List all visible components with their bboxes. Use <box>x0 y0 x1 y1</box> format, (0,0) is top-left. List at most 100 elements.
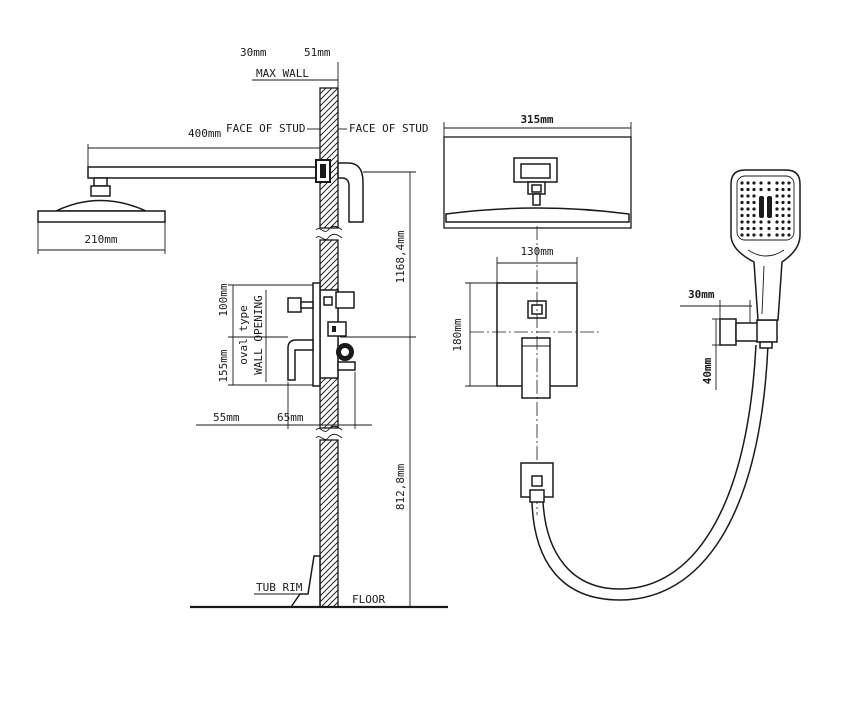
nozzle-dot <box>781 213 785 218</box>
nozzle-dot <box>752 194 756 198</box>
wall-hatch-line <box>319 263 339 283</box>
wall-hatch-line <box>319 493 339 513</box>
nozzle-dot <box>787 181 791 185</box>
valve-trim-plate-side <box>312 282 321 387</box>
nozzle-dot <box>740 213 744 218</box>
hose-connector-nut <box>759 341 773 349</box>
nozzle-dot <box>781 181 785 185</box>
supply-elbow <box>337 162 364 223</box>
shower-arm <box>87 166 319 179</box>
valve-cartridge-mark <box>332 326 336 332</box>
wall-hatch-line <box>319 571 339 591</box>
wall-hatch-line <box>319 439 327 447</box>
nozzle-dot <box>775 226 779 231</box>
wall-hatch-line <box>319 541 339 561</box>
nozzle-dot <box>775 233 779 237</box>
wall-hatch-line <box>319 135 339 155</box>
tub-rim-label: TUB RIM <box>256 581 303 594</box>
nozzle-dot <box>781 233 785 237</box>
depth-dim-left-label: 55mm <box>213 411 240 424</box>
wall-hatch-line <box>319 129 339 149</box>
nozzle-dot <box>740 207 744 211</box>
nozzle-dot <box>775 207 779 211</box>
nozzle-dot <box>759 187 763 192</box>
lever-handle-front <box>521 337 551 399</box>
wall-hatch <box>319 87 339 608</box>
head-neck <box>532 193 541 206</box>
wall-hatch-line <box>319 481 339 501</box>
nozzle-dot <box>787 220 791 224</box>
wall-hatch-line <box>319 547 339 567</box>
nozzle-dot <box>752 200 756 205</box>
valve-dim-lower-label: 155mm <box>217 349 230 382</box>
hand-shower-nozzles <box>740 181 791 237</box>
wall-hatch-line <box>319 469 339 489</box>
nozzle-dot <box>746 213 750 218</box>
wall-hatch-line <box>319 195 339 215</box>
head-swivel-core <box>531 184 542 193</box>
side-view: 30mm 51mm MAX WALL 400mm FACE OF STUD FA… <box>37 46 448 609</box>
wall-hatch-line <box>319 577 339 597</box>
wall-hatch-line <box>319 463 339 483</box>
wall-hatch-line <box>319 117 339 137</box>
wall-hatch-line <box>319 239 327 247</box>
wall-hatch-line <box>319 511 339 531</box>
wall-hatch-line <box>319 439 339 459</box>
nozzle-dot <box>740 220 744 224</box>
ceiling-mount-frame <box>443 136 632 229</box>
wall-hatch-line <box>319 183 339 203</box>
wall-hatch-line <box>326 595 339 608</box>
hose-inner-edge <box>542 344 757 590</box>
valve-cartridge <box>327 321 347 337</box>
wall-hatch-line <box>319 257 339 277</box>
nozzle-dot <box>775 181 779 185</box>
nozzle-dot <box>775 213 779 218</box>
nozzle-dot <box>781 207 785 211</box>
front-view: 315mm 130mm 180mm <box>443 113 632 515</box>
nozzle-dot <box>746 200 750 205</box>
wall-hatch-line <box>319 407 339 427</box>
wall-hatch-line <box>323 413 339 429</box>
wall-hatch-line <box>319 87 327 95</box>
nozzle-dot <box>775 194 779 198</box>
wall-hatch-line <box>319 487 339 507</box>
head-plate-side <box>37 210 166 223</box>
wall-hatch-line <box>319 565 339 585</box>
valve-lever-handle <box>287 339 314 381</box>
nozzle-dot <box>767 187 771 192</box>
wall-hatch-line <box>319 269 339 289</box>
wall-hatch-line <box>319 123 339 143</box>
wall-hatch-line <box>319 105 339 125</box>
nozzle-dot <box>781 200 785 205</box>
nozzle-dot <box>752 226 756 231</box>
nozzle-dot <box>752 233 756 237</box>
wall-segment-lower <box>319 439 339 608</box>
nozzle-dot <box>746 187 750 192</box>
nozzle-dot <box>767 220 771 224</box>
nozzle-dot <box>775 220 779 224</box>
wall-opening-label: WALL OPENING <box>252 295 265 374</box>
wall-hatch-line <box>319 99 339 119</box>
nozzle-dot <box>746 220 750 224</box>
wall-hatch-line <box>319 553 339 573</box>
arm-length-label: 400mm <box>188 127 221 140</box>
wall-hatch-line <box>319 401 339 421</box>
wall-hatch-line <box>319 505 339 525</box>
nozzle-dot <box>787 213 791 218</box>
holder-height-label: 40mm <box>701 357 714 384</box>
nozzle-dot <box>781 220 785 224</box>
nozzle-dot <box>740 200 744 205</box>
wall-hatch-line <box>319 201 339 221</box>
valve-dim-upper-label: 100mm <box>217 283 230 316</box>
wall-hatch-line <box>319 499 339 519</box>
depth-dim-right-label: 65mm <box>277 411 304 424</box>
wall-opening-type-label: oval type <box>237 305 250 365</box>
face-of-stud-right-label: FACE OF STUD <box>349 122 428 135</box>
valve-bottom-fitting <box>337 361 356 371</box>
nozzle-dot <box>787 187 791 192</box>
hand-shower-face <box>736 175 795 241</box>
nozzle-dot <box>775 187 779 192</box>
wall-hatch-line <box>319 87 339 107</box>
nozzle-dot <box>759 233 763 237</box>
